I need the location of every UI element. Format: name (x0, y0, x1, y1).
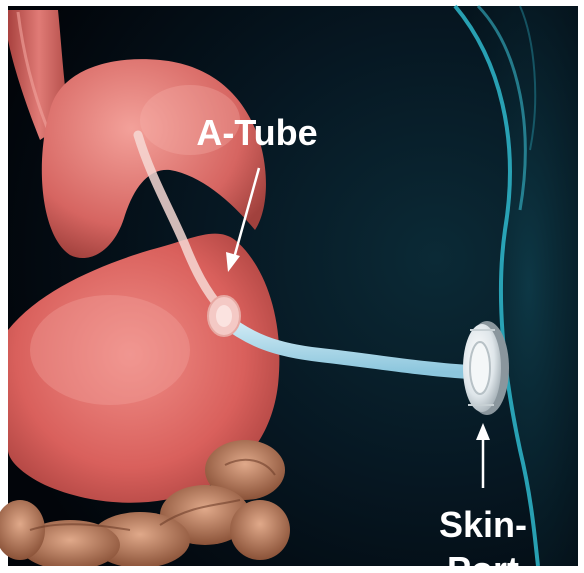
skin-port-label-line1: Skin- (439, 504, 527, 545)
skin-port-device (463, 321, 509, 415)
bottom-border (0, 566, 584, 573)
a-tube-label: A-Tube (196, 112, 317, 153)
stomach-highlight (30, 295, 190, 405)
skin-port-septum (470, 342, 490, 394)
tube-collar-center (216, 305, 232, 327)
intestine-loop (230, 500, 290, 560)
